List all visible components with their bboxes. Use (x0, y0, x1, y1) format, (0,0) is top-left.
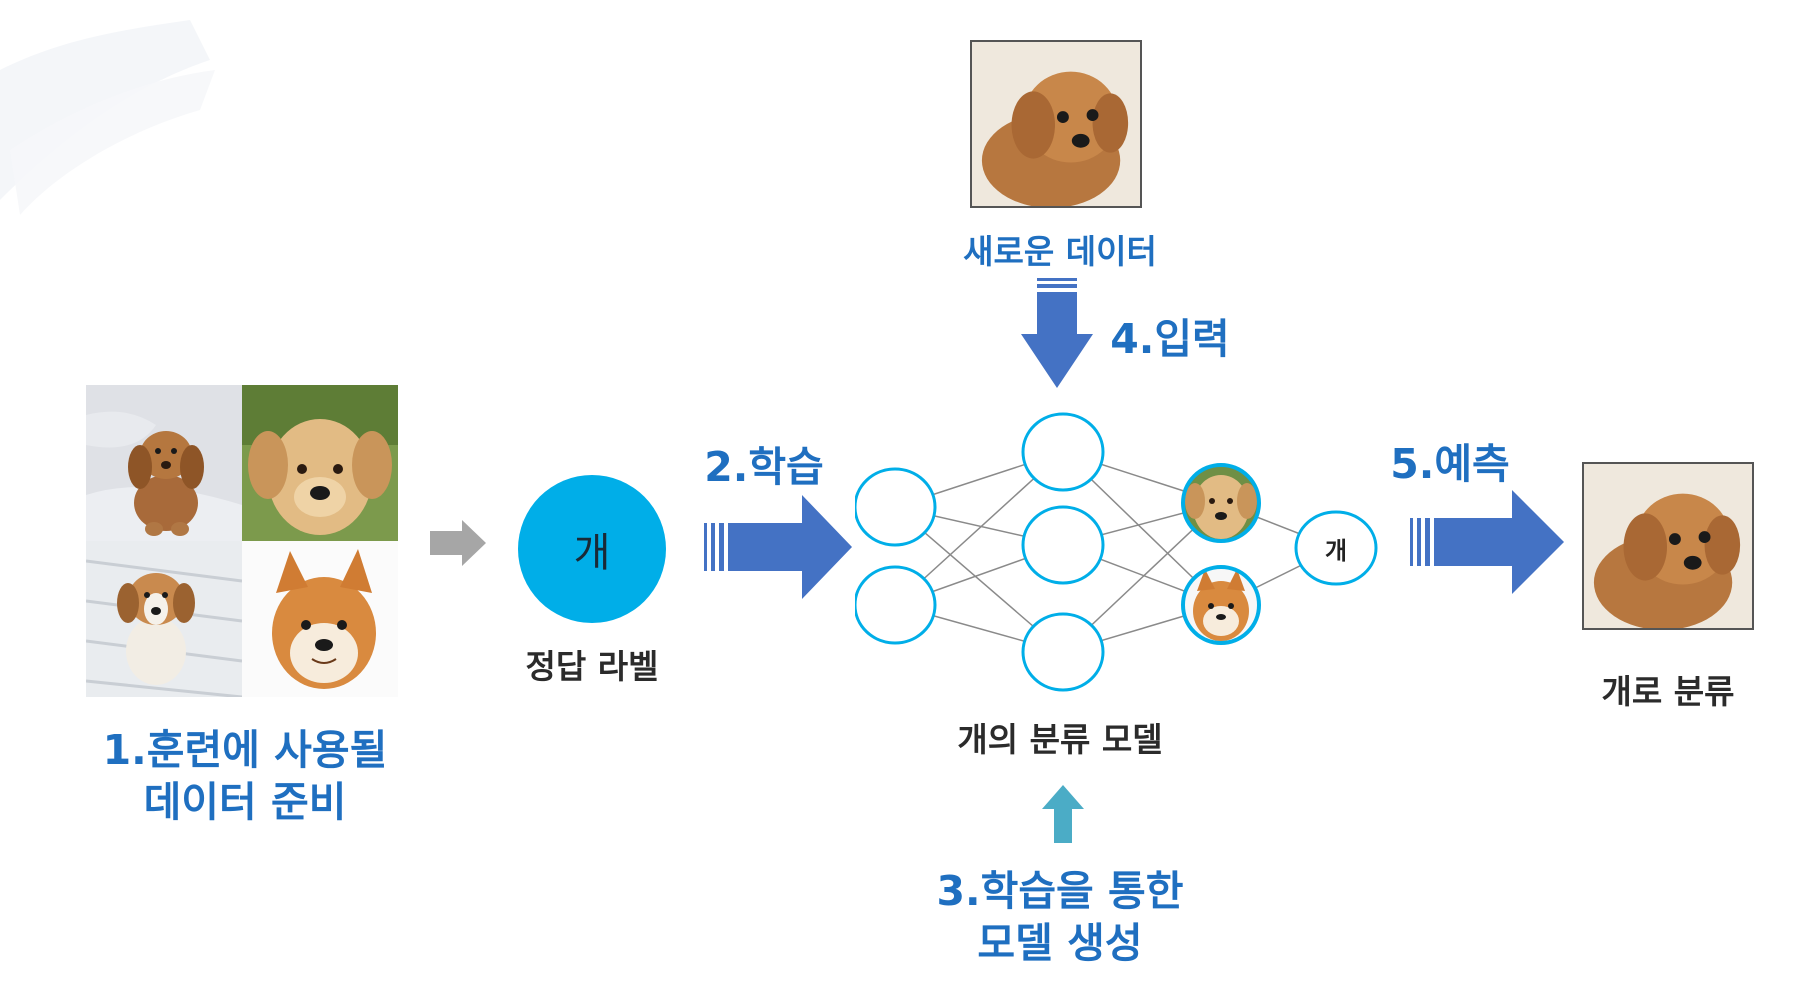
step5-label: 5.예측 (1390, 440, 1510, 488)
labrador-node-photo (1183, 465, 1259, 541)
decorative-brush-stroke (0, 20, 215, 215)
step4-label: 4.입력 (1110, 315, 1230, 363)
result-caption: 개로 분류 (1601, 672, 1735, 711)
step1-label: 1.훈련에 사용될 데이터 준비 (70, 724, 420, 828)
training-data-photo-grid (86, 385, 398, 697)
new-data-poodle-photo (970, 40, 1142, 208)
step3-label: 3.학습을 통한 모델 생성 (880, 865, 1240, 969)
shiba-node-photo (1183, 567, 1259, 643)
model-creation-arrow-up (1042, 785, 1084, 843)
correct-label-circle-text: 개 (573, 530, 611, 576)
model-caption: 개의 분류 모델 (957, 720, 1163, 759)
step1-label-line2: 데이터 준비 (143, 778, 347, 826)
hidden-node-3 (1021, 612, 1105, 692)
gray-arrow (430, 520, 486, 566)
input-arrow-down (1021, 278, 1093, 388)
input-node-1 (855, 467, 937, 547)
correct-label-circle: 개 (518, 475, 666, 623)
hidden-node-1 (1021, 412, 1105, 492)
input-node-2 (855, 565, 937, 645)
beagle-puppy-photo (86, 541, 242, 697)
step1-label-line1: 1.훈련에 사용될 (102, 726, 388, 774)
cocker-spaniel-puppy-photo (86, 385, 242, 541)
learn-arrow (704, 495, 852, 599)
result-poodle-photo (1582, 462, 1754, 630)
new-data-caption: 새로운 데이터 (963, 232, 1157, 271)
output-node (1294, 510, 1378, 586)
shiba-inu-photo (242, 541, 398, 697)
network-connections (894, 451, 1337, 653)
output-node-text: 개 (1324, 536, 1348, 565)
correct-label-caption: 정답 라벨 (525, 647, 659, 686)
step3-label-line1: 3.학습을 통한 (936, 867, 1184, 915)
neural-network-diagram (855, 412, 1378, 692)
step3-label-line2: 모델 생성 (977, 919, 1143, 967)
step2-label: 2.학습 (704, 443, 824, 491)
labrador-puppy-photo (242, 385, 398, 541)
hidden-node-2 (1021, 505, 1105, 585)
predict-arrow (1410, 490, 1564, 594)
